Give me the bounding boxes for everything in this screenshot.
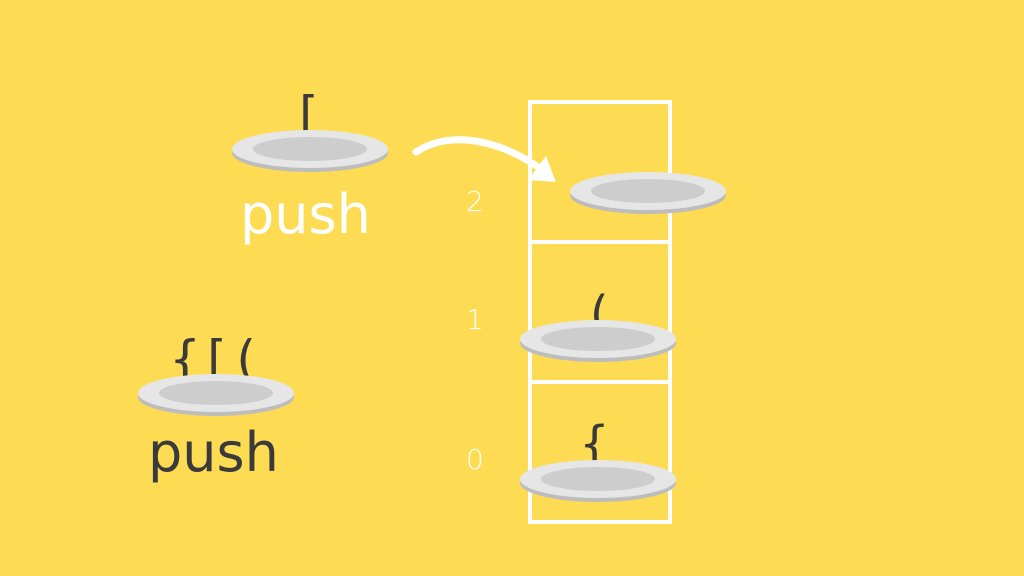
stack-divider bbox=[528, 380, 672, 384]
plate-icon bbox=[136, 372, 296, 418]
stack-symbol-0: { bbox=[580, 416, 609, 472]
current-push-label: push bbox=[240, 183, 371, 246]
plate-icon bbox=[518, 458, 678, 504]
curved-arrow-icon bbox=[412, 136, 556, 182]
stack-divider bbox=[528, 240, 672, 244]
stack-container bbox=[528, 100, 672, 524]
plate-icon bbox=[568, 170, 728, 216]
pending-push-label: push bbox=[148, 421, 279, 484]
plate-icon bbox=[230, 128, 390, 174]
stack-index-1: 1 bbox=[466, 303, 484, 336]
stack-index-0: 0 bbox=[466, 443, 484, 476]
stack-index-2: 2 bbox=[466, 185, 484, 218]
plate-icon bbox=[518, 318, 678, 364]
